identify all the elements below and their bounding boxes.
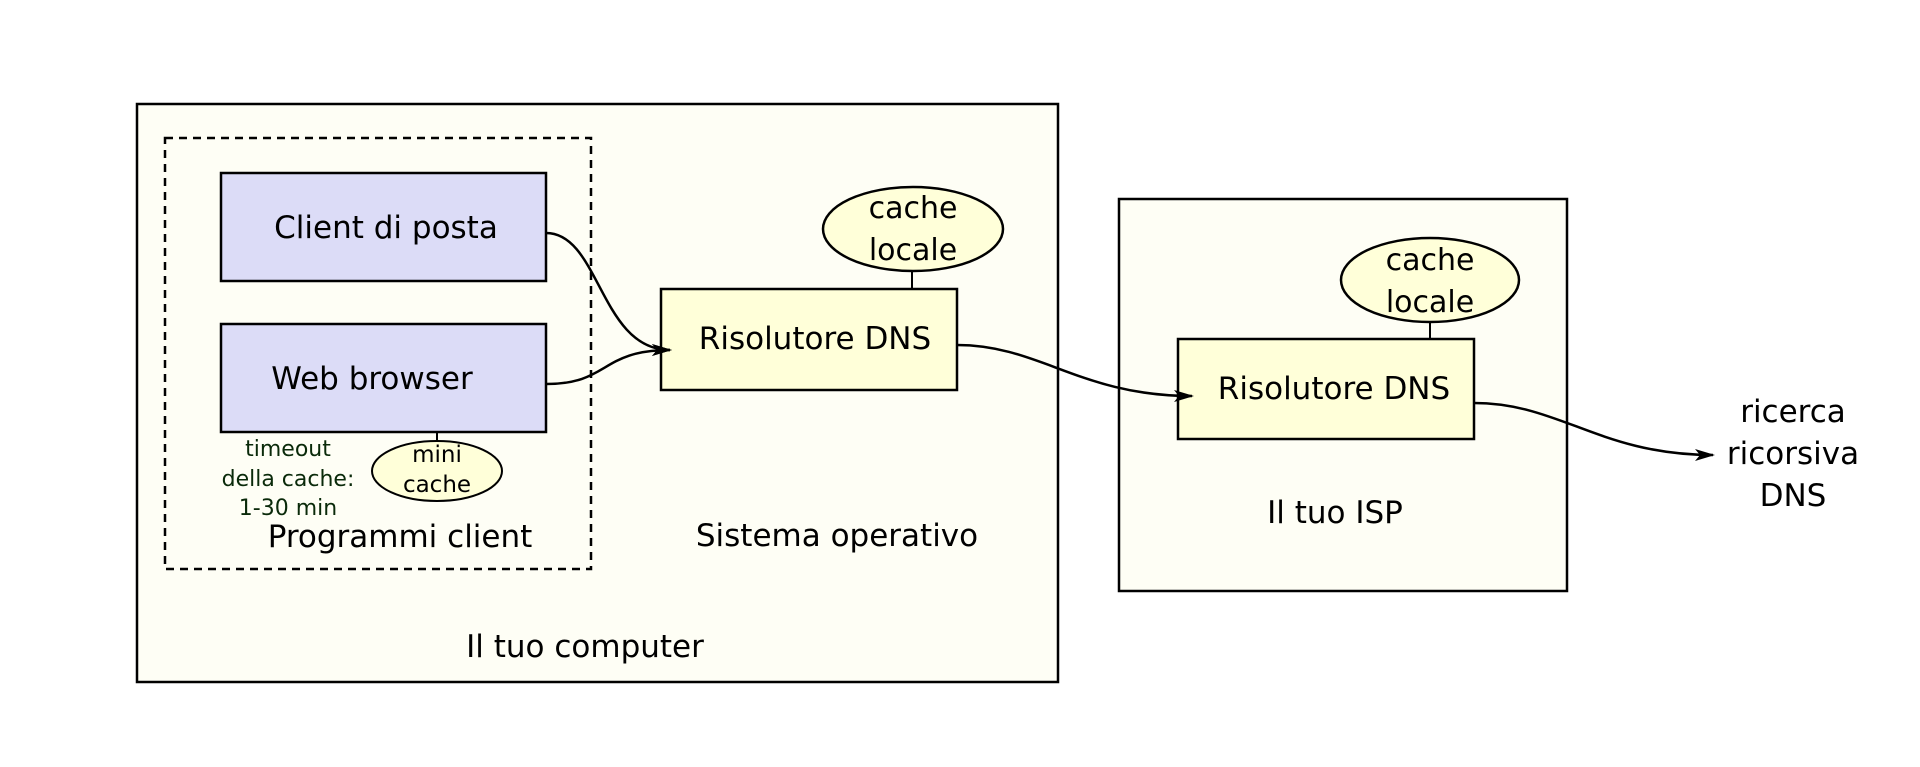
isp-label: Il tuo ISP <box>1267 495 1403 531</box>
computer-label: Il tuo computer <box>466 629 704 665</box>
destination-line-2: ricorsiva <box>1727 436 1859 472</box>
mini-cache-ellipse <box>371 440 503 502</box>
computer-dns-resolver-box <box>659 287 959 392</box>
destination-line-1: ricerca <box>1740 394 1846 430</box>
computer-local-cache-ellipse <box>821 185 1005 273</box>
arrow-browser-to-resolver <box>545 344 672 386</box>
computer-local-cache-line-1: cache <box>869 191 958 226</box>
web-browser-box <box>219 322 548 434</box>
computer-dns-resolver-label: Risolutore DNS <box>699 321 931 357</box>
client-programs-group <box>163 136 593 571</box>
arrow-computer-resolver-to-isp-resolver <box>956 343 1194 402</box>
arrow-isp-resolver-to-recursive-lookup <box>1473 401 1715 461</box>
isp-dns-resolver-box <box>1176 337 1476 441</box>
cache-timeout-line-1: timeout <box>245 437 331 462</box>
mini-cache-line-1: mini <box>412 442 462 468</box>
computer-local-cache-line-2: locale <box>869 233 957 268</box>
mail-client-label: Client di posta <box>274 210 498 246</box>
web-browser-label: Web browser <box>271 361 473 397</box>
mini-cache-line-2: cache <box>403 472 471 498</box>
cache-timeout-line-3: 1-30 min <box>239 496 337 521</box>
isp-local-cache-ellipse <box>1339 236 1521 324</box>
client-programs-label: Programmi client <box>268 519 533 555</box>
destination-line-3: DNS <box>1760 478 1827 514</box>
isp-local-cache-line-2: locale <box>1386 285 1474 320</box>
os-label: Sistema operativo <box>696 518 978 554</box>
mail-client-box <box>219 171 548 283</box>
isp-dns-resolver-label: Risolutore DNS <box>1218 371 1450 407</box>
cache-timeout-line-2: della cache: <box>222 467 355 492</box>
isp-local-cache-line-1: cache <box>1386 243 1475 278</box>
arrow-mail-to-resolver <box>545 231 672 356</box>
